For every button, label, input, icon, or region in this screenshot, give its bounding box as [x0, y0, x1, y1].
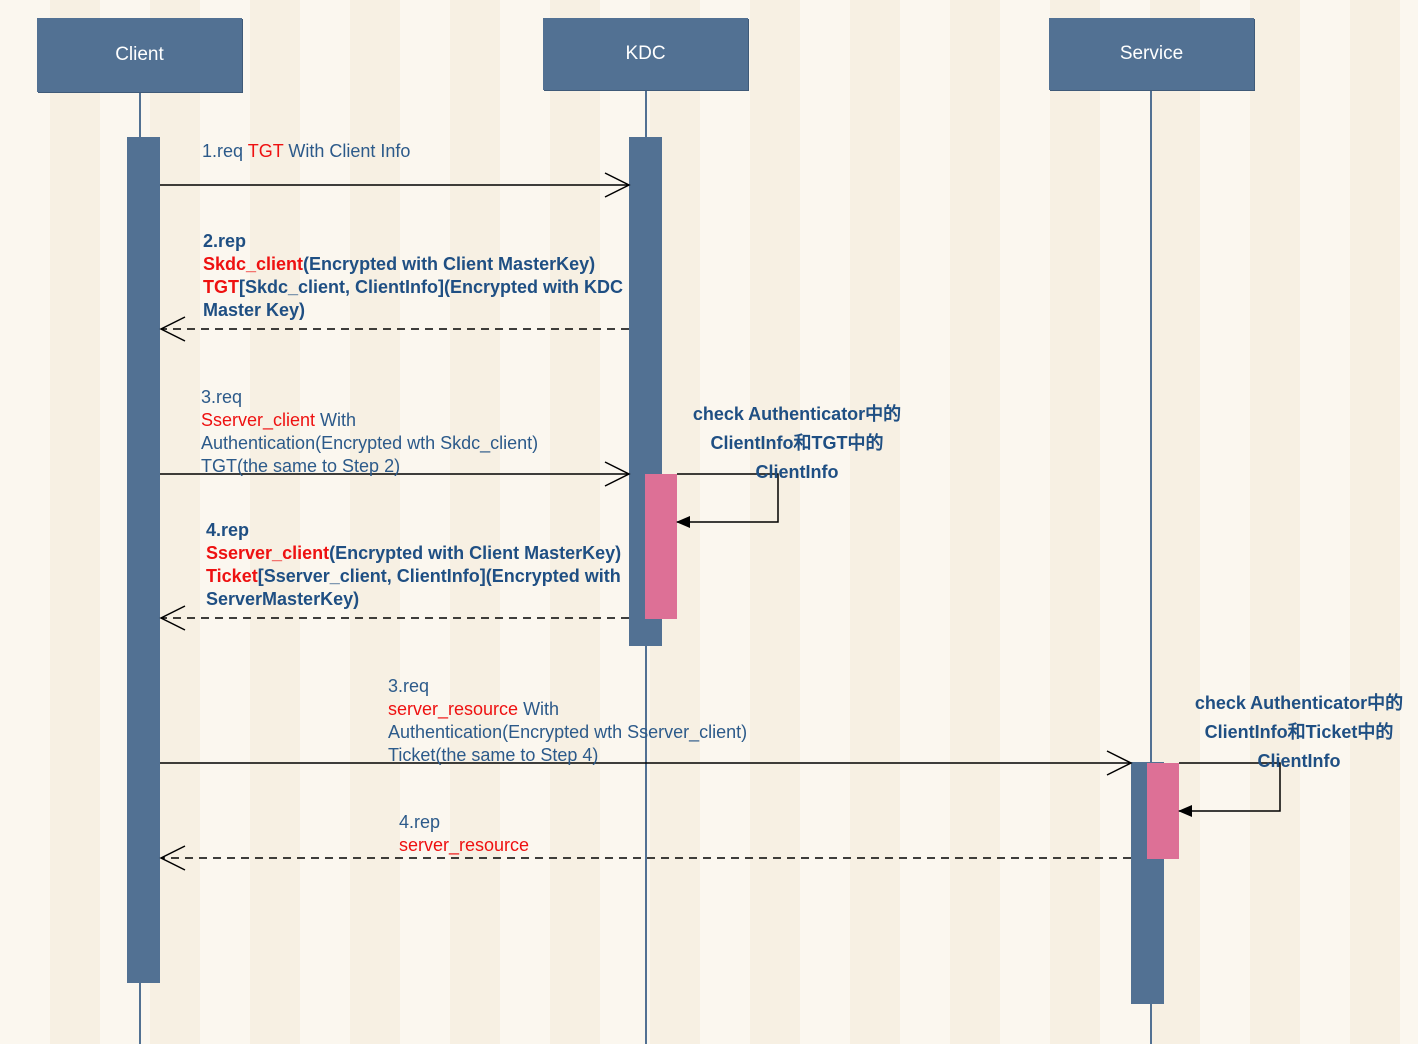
message-arrow-5: [160, 750, 1133, 776]
message-6-line1: 4.rep: [399, 812, 441, 832]
message-arrow-2: [159, 316, 629, 342]
service-self-check-note: check Authenticator中的 ClientInfo和Ticket中…: [1181, 689, 1417, 776]
service-self-message-arrow: [1178, 762, 1281, 817]
message-label-2: 2.rep Skdc_client(Encrypted with Client …: [203, 230, 623, 322]
message-2-line4: Master Key): [203, 300, 306, 320]
participant-client[interactable]: Client: [37, 18, 242, 92]
message-label-5: 3.req server_resource With Authenticatio…: [388, 675, 747, 767]
message-3-line2: Sserver_client With: [201, 410, 357, 430]
message-5-line4: Ticket(the same to Step 4): [388, 745, 599, 765]
message-label-1: 1.req TGT With Client Info: [202, 140, 410, 163]
kdc-self-message-arrow: [676, 473, 779, 528]
message-5-line3: Authentication(Encrypted wth Sserver_cli…: [388, 722, 748, 742]
service-note-line1: check Authenticator中的: [1194, 693, 1404, 713]
kdc-note-line1: check Authenticator中的: [692, 404, 902, 424]
kdc-note-line2: ClientInfo和TGT中的: [710, 433, 884, 453]
message-1-rest: With Client Info: [283, 141, 411, 161]
message-2-line1: 2.rep: [203, 231, 247, 251]
participant-kdc[interactable]: KDC: [543, 18, 748, 90]
service-note-line3: ClientInfo: [1257, 751, 1341, 771]
service-self-activation-bar: [1147, 763, 1179, 859]
message-6-line2: server_resource: [399, 835, 530, 855]
message-label-4: 4.rep Sserver_client(Encrypted with Clie…: [206, 519, 621, 611]
message-label-6: 4.rep server_resource: [399, 811, 529, 857]
message-5-line2: server_resource With: [388, 699, 560, 719]
message-5-line1: 3.req: [388, 676, 430, 696]
message-2-line2: Skdc_client(Encrypted with Client Master…: [203, 254, 596, 274]
message-arrow-4: [159, 605, 629, 631]
participant-service[interactable]: Service: [1049, 18, 1254, 90]
message-4-line2: Sserver_client(Encrypted with Client Mas…: [206, 543, 622, 563]
message-1-tgt: TGT: [247, 141, 284, 161]
message-4-line1: 4.rep: [206, 520, 250, 540]
message-arrow-1: [160, 172, 631, 198]
message-3-line4: TGT(the same to Step 2): [201, 456, 401, 476]
kdc-self-activation-bar: [645, 474, 677, 619]
message-label-3: 3.req Sserver_client With Authentication…: [201, 386, 538, 478]
message-1-prefix: 1.req: [202, 141, 248, 161]
message-2-line3: TGT[Skdc_client, ClientInfo](Encrypted w…: [203, 277, 624, 297]
kdc-self-check-note: check Authenticator中的 ClientInfo和TGT中的 C…: [677, 400, 917, 487]
message-4-line3: Ticket[Sserver_client, ClientInfo](Encry…: [206, 566, 621, 586]
service-note-line2: ClientInfo和Ticket中的: [1204, 722, 1394, 742]
message-arrow-6: [159, 845, 1131, 871]
kdc-note-line3: ClientInfo: [755, 462, 839, 482]
message-arrow-3: [160, 461, 631, 487]
message-3-line1: 3.req: [201, 387, 243, 407]
message-4-line4: ServerMasterKey): [206, 589, 360, 609]
message-3-line3: Authentication(Encrypted wth Skdc_client…: [201, 433, 539, 453]
client-activation-bar: [127, 137, 160, 983]
